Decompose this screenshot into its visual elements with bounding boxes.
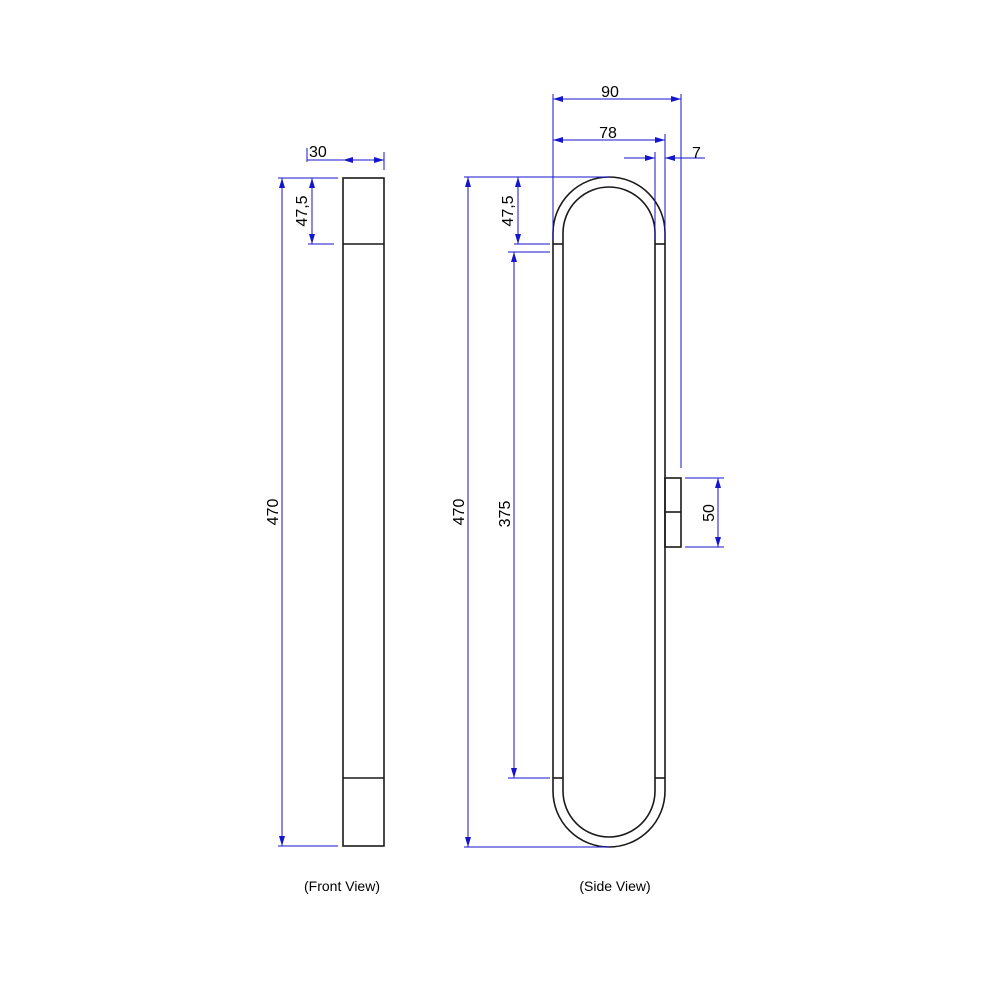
dimension-side-height: 470 — [451, 176, 610, 848]
dimension-side-mount-height: 50 — [685, 477, 724, 548]
dimension-front-height-label: 470 — [265, 499, 282, 526]
dimension-side-mount-height-label: 50 — [701, 504, 718, 522]
dimension-front-width-label: 30 — [309, 144, 327, 161]
dimension-side-wall-offset-label: 7 — [692, 145, 701, 162]
dimension-side-height-label: 470 — [451, 499, 468, 526]
dimension-front-width: 30 — [306, 144, 385, 170]
front-view: 30 470 47,5 (Front View) — [265, 144, 385, 894]
side-view-inner-loop — [562, 186, 656, 838]
side-view: 90 78 7 470 47,5 — [451, 84, 724, 894]
dimension-side-end-cap: 47,5 — [500, 177, 550, 245]
dimension-side-overall-depth: 90 — [552, 84, 682, 468]
dimension-side-end-cap-label: 47,5 — [500, 195, 517, 226]
front-view-caption: (Front View) — [304, 878, 380, 894]
dimension-side-wall-offset: 7 — [624, 145, 705, 240]
dimension-side-overall-depth-label: 90 — [601, 84, 619, 101]
dimension-side-straight-length: 375 — [497, 251, 550, 779]
side-view-outer-loop — [552, 176, 666, 848]
dimension-side-loop-depth: 78 — [553, 125, 666, 240]
dimension-front-end-cap: 47,5 — [294, 178, 334, 245]
dimension-side-loop-depth-label: 78 — [599, 125, 617, 142]
dimension-front-height: 470 — [265, 177, 338, 847]
dimension-front-end-cap-label: 47,5 — [294, 195, 311, 226]
front-view-bar — [342, 177, 385, 847]
dimension-side-straight-length-label: 375 — [497, 501, 514, 528]
side-view-caption: (Side View) — [579, 878, 650, 894]
